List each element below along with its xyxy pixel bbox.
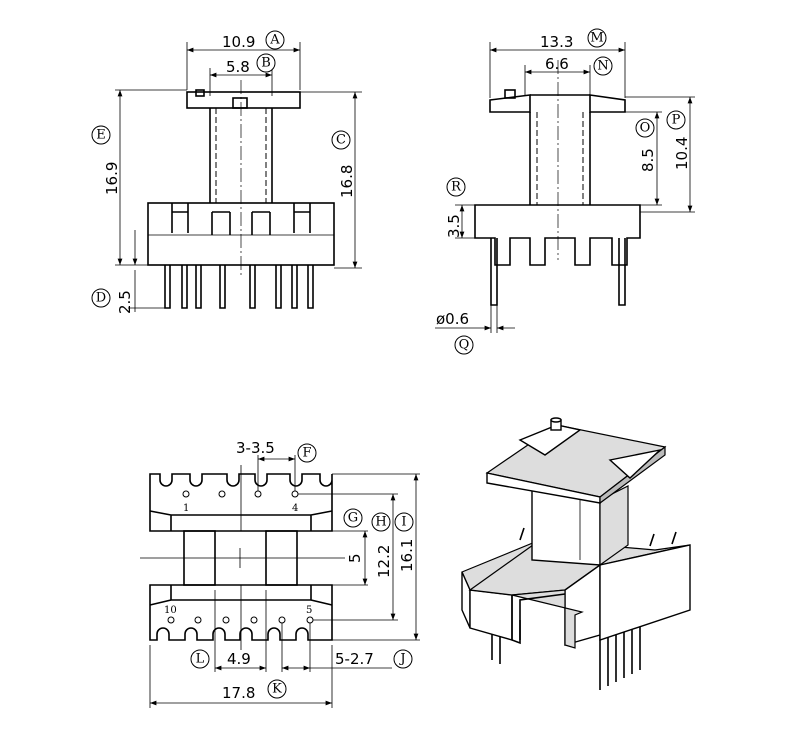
dim-i-letter: I — [401, 515, 406, 530]
dim-l-letter: L — [196, 652, 205, 667]
dim-f-letter: F — [302, 446, 311, 461]
dim-c-value: 16.8 — [338, 165, 356, 198]
dim-d-letter: D — [96, 291, 106, 306]
dim-p-value: 10.4 — [673, 137, 691, 170]
dim-c-letter: C — [336, 133, 346, 148]
dim-q-letter: Q — [459, 338, 470, 353]
dim-m-letter: M — [590, 31, 603, 46]
dim-g-letter: G — [348, 511, 358, 526]
dim-r-value: 3.5 — [445, 214, 463, 238]
dim-b-letter: B — [261, 56, 271, 71]
dim-r-letter: R — [451, 180, 462, 195]
dim-j-letter: J — [398, 652, 405, 667]
bottom-view: 1 4 10 5 3-3.5 F G H I 5 12.2 16.1 L 4.9… — [140, 439, 420, 708]
pin-label-4: 4 — [292, 503, 298, 514]
dim-e-letter: E — [96, 128, 106, 143]
dim-o-letter: O — [640, 121, 651, 136]
dim-l-value: 4.9 — [227, 650, 251, 668]
pin-label-10: 10 — [164, 605, 177, 616]
dim-m-value: 13.3 — [540, 33, 573, 51]
dim-b-value: 5.8 — [226, 58, 250, 76]
dim-n-letter: N — [597, 59, 608, 74]
dim-f-value: 3-3.5 — [236, 439, 275, 457]
isometric-view — [461, 417, 691, 690]
dim-p-letter: P — [672, 113, 681, 128]
dim-k-letter: K — [272, 682, 282, 697]
pin-label-1: 1 — [183, 503, 189, 514]
dim-k-value: 17.8 — [222, 684, 255, 702]
dim-a-value: 10.9 — [222, 33, 255, 51]
dim-n-value: 6.6 — [545, 55, 569, 73]
dim-g-value: 5 — [346, 553, 364, 563]
dim-h-letter: H — [375, 515, 386, 530]
dim-j-value: 5-2.7 — [335, 650, 374, 668]
dim-a-letter: A — [269, 33, 280, 48]
dim-a-marker — [265, 30, 285, 50]
pin-holes — [167, 490, 314, 624]
dim-d-value: 2.5 — [116, 290, 134, 314]
dim-h-value: 12.2 — [375, 545, 393, 578]
dim-i-value: 16.1 — [398, 539, 416, 572]
front-view: 10.9 A 5.8 B E 16.9 C 16.8 D 2.5 — [91, 30, 362, 314]
side-view: 13.3 M 6.6 N O 8.5 P 10.4 R 3.5 ø0.6 Q — [435, 28, 695, 355]
dim-q-value: ø0.6 — [436, 310, 469, 328]
pin-label-5: 5 — [306, 605, 312, 616]
dim-o-value: 8.5 — [639, 148, 657, 172]
dim-e-value: 16.9 — [103, 162, 121, 195]
